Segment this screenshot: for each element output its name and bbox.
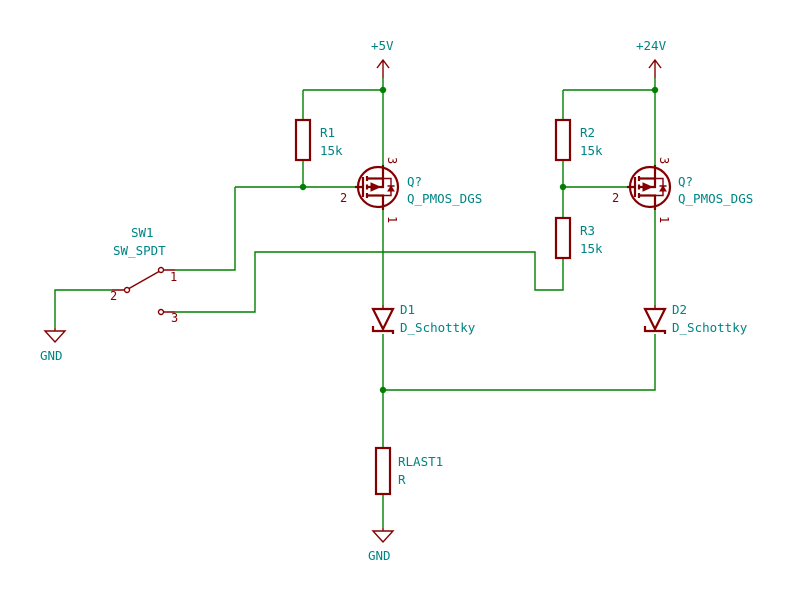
q2-ref: Q? [678, 174, 693, 189]
r2-ref: R2 [580, 125, 595, 140]
q1-pin-source: 3 [385, 157, 399, 164]
d2-value: D_Schottky [672, 320, 748, 335]
mosfet-arrow-icon [370, 182, 382, 192]
power-24v-label: +24V [636, 38, 667, 53]
rlast1-ref: RLAST1 [398, 454, 443, 469]
power-5v-symbol[interactable]: +5V [371, 38, 394, 78]
gnd-load-label: GND [368, 548, 391, 563]
junction-24v [651, 86, 659, 94]
diode-triangle-icon [643, 307, 667, 332]
pmos-q2[interactable]: 2 3 1 Q? Q_PMOS_DGS [612, 157, 753, 223]
gnd-load-symbol[interactable]: GND [368, 528, 395, 563]
resistor-r3[interactable]: R3 15k [554, 216, 603, 260]
diode-cathode-icon [371, 326, 395, 334]
switch-contact-icon [157, 266, 165, 274]
sw1-pin2: 2 [110, 289, 117, 303]
switch-contact-icon [123, 286, 131, 294]
resistor-body-icon [294, 118, 312, 162]
d2-ref: D2 [672, 302, 687, 317]
power-5v-label: +5V [371, 38, 394, 53]
wire-5v-rail [302, 78, 384, 165]
gnd-switch-label: GND [40, 348, 63, 363]
mosfet-arrow-icon [642, 182, 654, 192]
junction-load [379, 386, 387, 394]
wire-sw2-gnd [54, 289, 112, 328]
junction-gate1 [299, 183, 307, 191]
sw1-pin1: 1 [170, 270, 177, 284]
diode-d1[interactable]: D1 D_Schottky [371, 302, 476, 335]
power-24v-symbol[interactable]: +24V [636, 38, 667, 78]
power-arrow-icon [376, 58, 390, 78]
wire-r1-gate [235, 160, 355, 188]
wire-d2-load [383, 334, 656, 391]
wire-r2-r3-gate [562, 160, 627, 218]
q2-value: Q_PMOS_DGS [678, 191, 753, 206]
resistor-body-icon [374, 446, 392, 496]
wires [54, 78, 656, 528]
wire-sw3-r3 [175, 251, 564, 313]
rlast1-value: R [398, 472, 406, 487]
q2-pin-drain: 1 [657, 216, 671, 223]
r3-ref: R3 [580, 223, 595, 238]
junction-gate2 [559, 183, 567, 191]
q2-pin-source: 3 [657, 157, 671, 164]
sw1-ref: SW1 [131, 225, 154, 240]
q1-ref: Q? [407, 174, 422, 189]
switch-contact-icon [157, 308, 165, 316]
d1-value: D_Schottky [400, 320, 476, 335]
mosfet-gate-icon [627, 177, 637, 197]
gnd-switch-symbol[interactable]: GND [40, 328, 67, 363]
q1-value: Q_PMOS_DGS [407, 191, 482, 206]
resistor-body-icon [554, 118, 572, 162]
pmos-q1[interactable]: 2 3 1 Q? Q_PMOS_DGS [340, 157, 482, 223]
junction-5v [379, 86, 387, 94]
sw1-value: SW_SPDT [113, 243, 166, 258]
diode-cathode-icon [643, 326, 667, 334]
diode-triangle-icon [371, 307, 395, 332]
resistor-body-icon [554, 216, 572, 260]
switch-lever-icon [112, 269, 175, 313]
r1-ref: R1 [320, 125, 335, 140]
resistor-r2[interactable]: R2 15k [554, 118, 603, 162]
r2-value: 15k [580, 143, 603, 158]
r1-value: 15k [320, 143, 343, 158]
q2-pin-gate: 2 [612, 191, 619, 205]
diode-d2[interactable]: D2 D_Schottky [643, 302, 748, 335]
wire-sw1-gate [175, 187, 236, 271]
switch-sw1[interactable]: SW1 SW_SPDT 1 2 3 [110, 225, 178, 325]
power-arrow-icon [648, 58, 662, 78]
r3-value: 15k [580, 241, 603, 256]
resistor-rlast1[interactable]: RLAST1 R [374, 446, 443, 496]
junctions [299, 86, 659, 394]
mosfet-diode-line-icon [655, 177, 667, 197]
sw1-pin3: 3 [171, 311, 178, 325]
ground-icon [43, 328, 67, 344]
mosfet-diode-line-icon [383, 177, 395, 197]
q1-pin-gate: 2 [340, 191, 347, 205]
resistor-r1[interactable]: R1 15k [294, 118, 343, 162]
wire-24v-rail [562, 78, 656, 165]
q1-pin-drain: 1 [385, 216, 399, 223]
mosfet-gate-icon [355, 177, 365, 197]
ground-icon [371, 528, 395, 544]
d1-ref: D1 [400, 302, 415, 317]
